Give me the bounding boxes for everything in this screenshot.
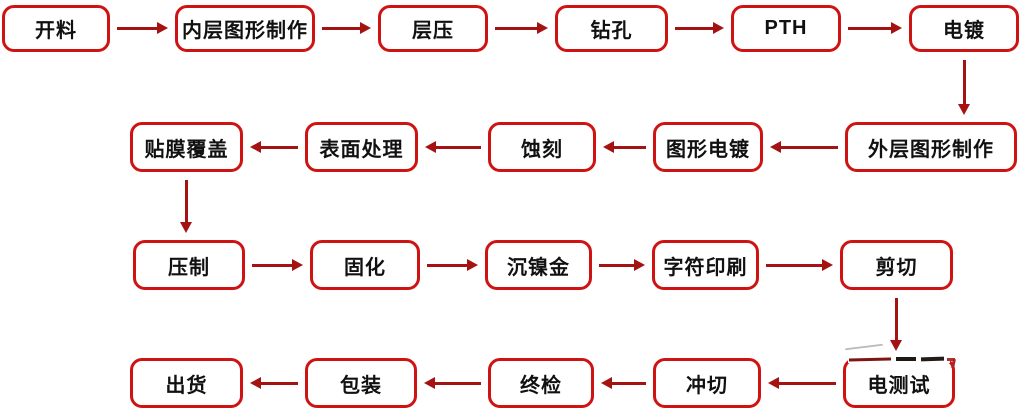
flow-node-pattern-plating: 图形电镀: [653, 122, 763, 172]
flow-arrow-enig-to-legend-printing-head: [634, 258, 645, 271]
flow-node-shipping: 出货: [130, 358, 243, 408]
flow-arrow-etching-to-surface-treatment-head: [425, 140, 436, 153]
flow-node-enig: 沉镍金: [485, 240, 592, 290]
flow-arrow-inner-layer-imaging-to-lamination: [322, 27, 360, 30]
watermark-smudge-dash: [951, 358, 956, 369]
flow-node-label: 贴膜覆盖: [144, 138, 229, 161]
flow-arrow-pattern-plating-to-etching-head: [603, 140, 614, 153]
flow-node-label: 层压: [412, 20, 454, 42]
flow-arrow-plating-to-outer-layer-imaging: [962, 60, 966, 104]
flow-node-shearing: 剪切: [840, 240, 953, 290]
watermark-smudge-dash: [947, 358, 955, 361]
flow-node-pth: PTH: [731, 5, 841, 52]
flow-node-label: 终检: [520, 374, 562, 397]
flow-arrow-drilling-to-pth-head: [713, 22, 724, 34]
flow-node-label: PTH: [764, 17, 808, 39]
flow-arrow-inner-layer-imaging-to-lamination-head: [360, 22, 371, 34]
flow-arrow-shearing-to-e-test: [895, 298, 898, 340]
flow-node-label: 蚀刻: [521, 138, 563, 161]
flow-node-pressing: 压制: [133, 240, 245, 290]
flow-arrow-curing-to-enig: [427, 263, 467, 267]
flow-node-label: 冲切: [686, 374, 728, 397]
flow-node-lamination: 层压: [378, 5, 488, 52]
flow-arrow-lamination-to-drilling-head: [537, 22, 548, 34]
flow-node-outer-layer-imaging: 外层图形制作: [845, 122, 1017, 172]
flow-arrow-packaging-to-shipping: [261, 381, 298, 385]
flow-arrow-enig-to-legend-printing: [599, 263, 634, 267]
watermark-smudge-arc: [845, 343, 883, 351]
flow-node-drilling: 钻孔: [555, 5, 668, 52]
flow-arrow-etching-to-surface-treatment: [436, 145, 481, 149]
flow-arrow-film-covering-to-pressing-head: [180, 222, 192, 233]
flow-arrow-legend-printing-to-shearing-head: [822, 258, 833, 271]
flow-arrow-outer-layer-imaging-to-pattern-plating: [781, 145, 838, 149]
flow-arrow-surface-treatment-to-film-covering: [261, 145, 298, 149]
flow-node-film-covering: 贴膜覆盖: [130, 122, 243, 172]
flow-arrow-packaging-to-shipping-head: [250, 376, 261, 389]
flow-node-cutting: 开料: [2, 5, 110, 52]
flow-node-label: 电镀: [943, 20, 985, 42]
flow-node-etching: 蚀刻: [488, 122, 596, 172]
flow-node-label: 图形电镀: [666, 138, 750, 161]
flow-node-e-test: 电测试: [843, 358, 955, 408]
flow-node-legend-printing: 字符印刷: [652, 240, 759, 290]
flow-arrow-pressing-to-curing-head: [292, 258, 303, 271]
flow-node-label: 出货: [165, 374, 208, 397]
flow-arrow-e-test-to-punching: [779, 381, 836, 385]
flow-node-packaging: 包装: [305, 358, 417, 408]
flow-arrow-surface-treatment-to-film-covering-head: [250, 140, 261, 153]
flow-arrow-film-covering-to-pressing: [185, 180, 188, 222]
flow-arrow-final-inspection-to-packaging-head: [424, 376, 435, 389]
flow-node-label: 开料: [35, 20, 77, 42]
flow-node-surface-treatment: 表面处理: [305, 122, 418, 172]
flow-arrow-final-inspection-to-packaging: [435, 381, 481, 385]
flow-arrow-lamination-to-drilling: [495, 27, 537, 30]
flow-node-final-inspection: 终检: [488, 358, 594, 408]
flow-arrow-legend-printing-to-shearing: [766, 263, 822, 267]
flow-arrow-punching-to-final-inspection: [612, 381, 646, 385]
flow-node-label: 钻孔: [590, 20, 633, 42]
flow-node-label: 固化: [344, 256, 386, 279]
flow-arrow-cutting-to-inner-layer-imaging-head: [157, 22, 168, 34]
flow-node-label: 剪切: [875, 256, 918, 279]
flow-arrow-e-test-to-punching-head: [768, 376, 779, 389]
flow-arrow-pressing-to-curing: [252, 263, 292, 267]
flow-node-label: 字符印刷: [663, 256, 748, 279]
watermark-smudge-dash: [920, 356, 945, 362]
flow-arrow-pth-to-plating-head: [891, 22, 902, 34]
flow-node-curing: 固化: [310, 240, 420, 290]
flow-arrow-outer-layer-imaging-to-pattern-plating-head: [770, 140, 781, 153]
flow-arrow-punching-to-final-inspection-head: [601, 376, 612, 389]
flow-node-label: 表面处理: [319, 138, 404, 161]
flow-arrow-pth-to-plating: [848, 27, 891, 30]
flow-node-punching: 冲切: [653, 358, 761, 408]
flow-arrow-plating-to-outer-layer-imaging-head: [957, 104, 970, 115]
flow-node-inner-layer-imaging: 内层图形制作: [175, 5, 315, 52]
flow-node-label: 内层图形制作: [182, 20, 308, 42]
flow-node-label: 沉镍金: [507, 256, 570, 279]
flow-arrow-pattern-plating-to-etching: [614, 145, 646, 149]
flow-arrow-cutting-to-inner-layer-imaging: [117, 27, 157, 30]
flow-arrow-drilling-to-pth: [675, 27, 713, 30]
flow-node-label: 电测试: [867, 374, 931, 397]
flow-node-label: 包装: [340, 374, 382, 397]
flow-arrow-shearing-to-e-test-head: [890, 340, 902, 351]
flow-arrow-curing-to-enig-head: [467, 258, 478, 271]
flow-node-label: 压制: [168, 256, 210, 279]
flow-node-plating: 电镀: [909, 5, 1019, 52]
flow-node-label: 外层图形制作: [868, 138, 994, 161]
watermark-smudge-dash: [896, 357, 916, 361]
